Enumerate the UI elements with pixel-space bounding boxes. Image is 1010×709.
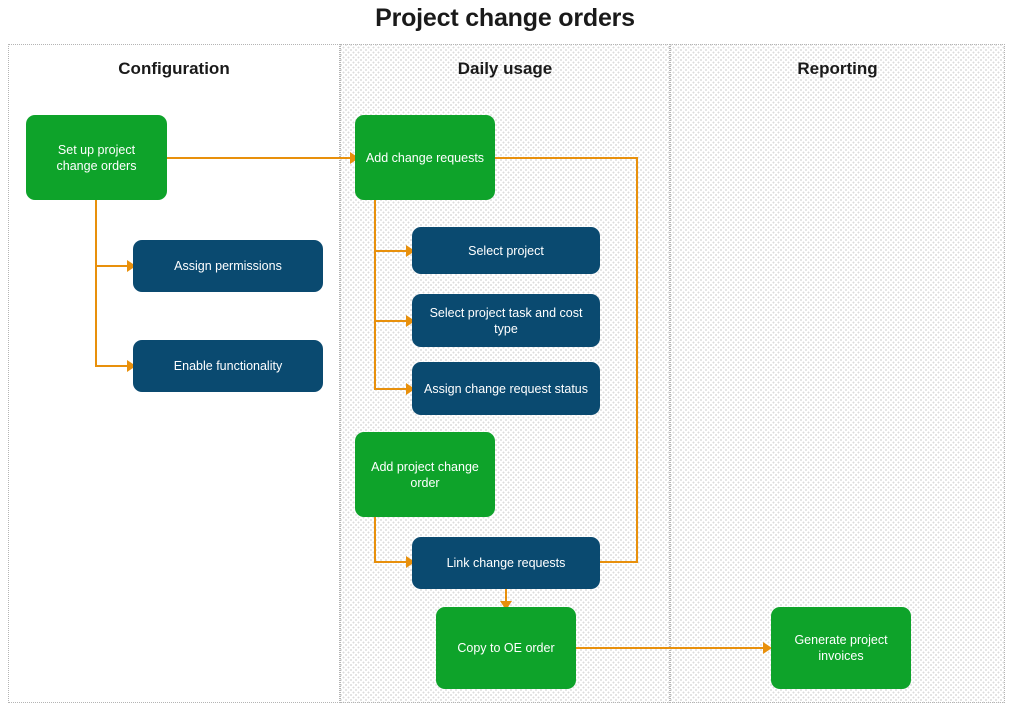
- node-set-up-project-change-orders[interactable]: Set up project change orders: [26, 115, 167, 200]
- node-label: Generate project invoices: [794, 633, 888, 663]
- swimlane-title-daily-usage: Daily usage: [457, 59, 553, 78]
- connector-setup-to-add-change-requests: [167, 157, 352, 159]
- node-add-project-change-order[interactable]: Add project change order: [355, 432, 495, 517]
- arrowhead-setup-to-assign-permissions: [127, 260, 136, 272]
- node-label: Assign permissions: [174, 259, 282, 273]
- arrowhead-link-to-copy-to-oe-order: [500, 601, 512, 610]
- node-label: Assign change request status: [424, 381, 588, 396]
- arrowhead-add-project-change-order-to-link: [406, 556, 415, 568]
- node-assign-change-request-status[interactable]: Assign change request status: [412, 362, 600, 415]
- connector-link-to-copy-to-oe-order: [505, 589, 507, 609]
- connector-add-project-change-order-to-link: [374, 561, 418, 563]
- node-enable-functionality[interactable]: Enable functionality: [133, 340, 323, 392]
- connector-to-assign-change-request-status: [374, 388, 418, 390]
- node-label: Set up project change orders: [56, 142, 137, 173]
- connector-setup-to-enable-functionality: [95, 365, 139, 367]
- connector-to-select-project-task-and-cost-type: [374, 320, 418, 322]
- node-copy-to-oe-order[interactable]: Copy to OE order: [436, 607, 576, 689]
- connector-copy-to-generate-invoices: [576, 647, 766, 649]
- swimlane-title-configuration: Configuration: [118, 59, 230, 78]
- arrowhead-to-select-project-task-and-cost-type: [406, 315, 415, 327]
- page-title: Project change orders: [375, 4, 635, 32]
- arrowhead-to-assign-change-request-status: [406, 383, 415, 395]
- node-assign-permissions[interactable]: Assign permissions: [133, 240, 323, 292]
- node-generate-project-invoices[interactable]: Generate project invoices: [771, 607, 911, 689]
- swimlane-title-reporting: Reporting: [797, 59, 878, 78]
- node-add-change-requests[interactable]: Add change requests: [355, 115, 495, 200]
- node-select-project[interactable]: Select project: [412, 227, 600, 274]
- node-label: Select project task and cost type: [429, 305, 583, 336]
- arrowhead-setup-to-enable-functionality: [127, 360, 136, 372]
- connector-to-select-project: [374, 250, 418, 252]
- node-label: Select project: [468, 243, 544, 258]
- node-label: Add project change order: [371, 459, 479, 490]
- connector-add-change-requests-to-link-h-top: [495, 157, 638, 159]
- node-label: Add change requests: [365, 150, 485, 165]
- node-label: Link change requests: [446, 556, 566, 570]
- arrowhead-copy-to-generate-invoices: [763, 642, 772, 654]
- node-select-project-task-and-cost-type[interactable]: Select project task and cost type: [412, 294, 600, 347]
- connector-add-change-requests-spine: [374, 200, 376, 390]
- connector-add-project-change-order-spine: [374, 517, 376, 563]
- arrowhead-setup-to-add-change-requests: [350, 152, 359, 164]
- arrowhead-to-select-project: [406, 245, 415, 257]
- node-label: Enable functionality: [173, 359, 283, 373]
- connector-setup-to-assign-permissions: [95, 265, 139, 267]
- swimlane-reporting: Reporting: [670, 44, 1005, 703]
- node-link-change-requests[interactable]: Link change requests: [412, 537, 600, 589]
- connector-setup-spine: [95, 200, 97, 367]
- connector-add-change-requests-to-link-v: [636, 157, 638, 563]
- node-label: Copy to OE order: [457, 641, 555, 655]
